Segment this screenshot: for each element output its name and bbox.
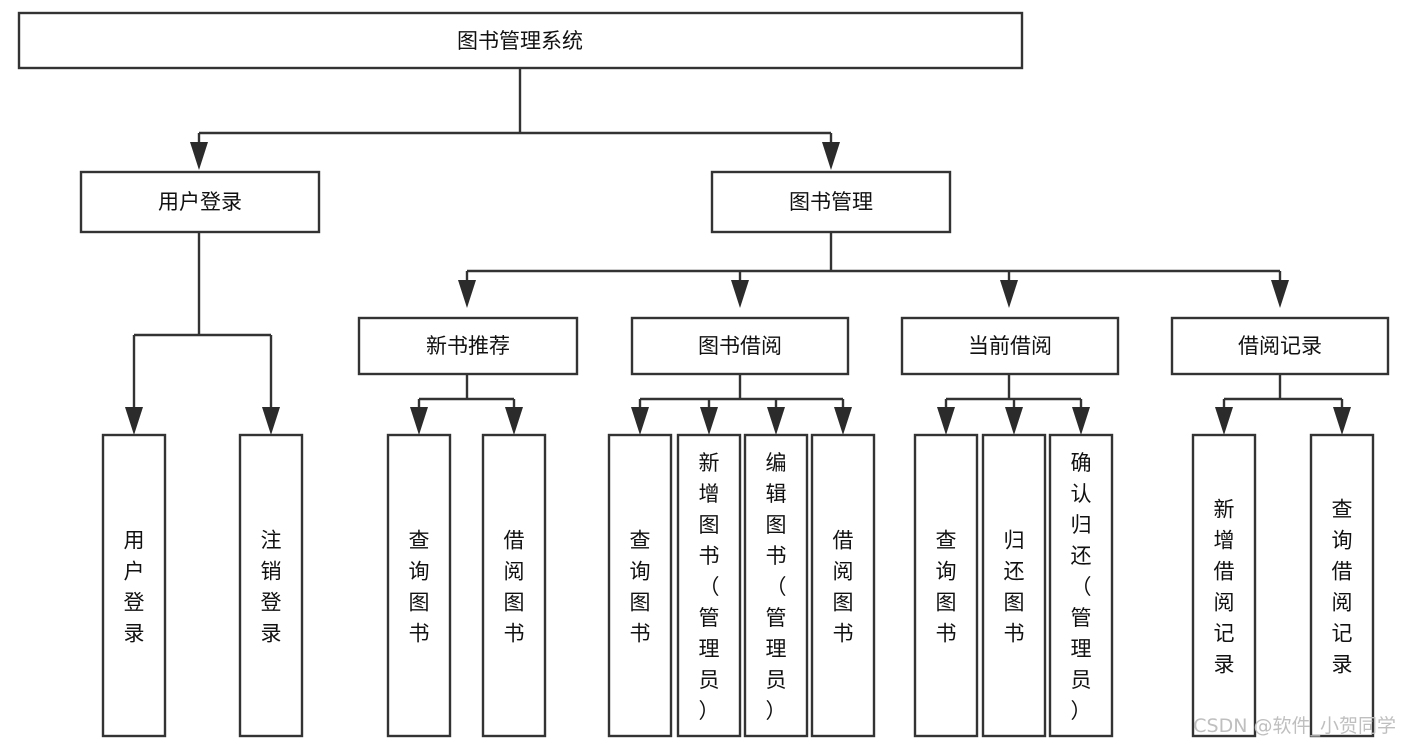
leaf-node-nb-borrow-book[interactable]: 借阅图书 [481,433,547,738]
node-book-manage-label: 图书管理 [789,190,873,214]
csdn-watermark: CSDN @软件_小贺同学 [1193,715,1396,737]
leaf-node-bb-add-book-label: 新增图书（管理员） [699,451,720,723]
leaf-node-bb-query-book[interactable]: 查询图书 [607,433,673,738]
arrow-icon-bb-leaf-4 [834,407,852,435]
leaf-node-logout-box [238,433,304,738]
node-borrow-record-box [1170,316,1390,376]
leaf-node-cb-query-book-label: 查询图书 [936,529,957,646]
arrow-icon-bb-leaf-1 [631,407,649,435]
leaf-node-nb-query-book-box [386,433,452,738]
node-root-system-label: 图书管理系统 [457,29,583,53]
arrow-icon-new-book [458,280,476,308]
node-borrow-record-label: 借阅记录 [1238,334,1322,358]
leaf-node-bb-borrow-book[interactable]: 借阅图书 [810,433,876,738]
leaf-node-cb-confirm-return-label: 确认归还（管理员） [1071,451,1092,723]
arrow-icon-cb-leaf-2 [1005,407,1023,435]
leaf-node-logout[interactable]: 注销登录 [238,433,304,738]
node-root-system[interactable]: 图书管理系统 [17,11,1024,70]
leaf-node-br-query-record-box [1309,433,1375,738]
arrow-icon-user-login [190,142,208,170]
arrow-icon-current-borrow [1000,280,1018,308]
node-current-borrow-box [900,316,1120,376]
node-user-login-box [79,170,321,234]
leaf-node-cb-confirm-return[interactable]: 确认归还（管理员） [1048,433,1114,738]
leaf-node-bb-edit-book-box [743,433,809,738]
arrow-icon-cb-leaf-3 [1072,407,1090,435]
node-new-book-recommend-box [357,316,579,376]
arrow-icon-nb-leaf-2 [505,407,523,435]
leaf-node-nb-borrow-book-box [481,433,547,738]
arrow-icon-book-manage [822,142,840,170]
arrow-icon-leaf-logout [262,407,280,435]
leaf-node-cb-query-book-box [913,433,979,738]
leaf-node-br-add-record-box [1191,433,1257,738]
leaf-node-user-login-box [101,433,167,738]
node-book-manage[interactable]: 图书管理 [710,170,952,234]
leaf-node-cb-confirm-return-box [1048,433,1114,738]
leaf-node-bb-edit-book-label: 编辑图书（管理员） [766,451,787,723]
leaf-node-br-query-record-label: 查询借阅记录 [1332,498,1353,677]
node-new-book-recommend[interactable]: 新书推荐 [357,316,579,376]
leaf-node-br-query-record[interactable]: 查询借阅记录 [1309,433,1375,738]
leaf-node-nb-query-book-label: 查询图书 [409,529,430,646]
arrow-icon-borrow-record [1271,280,1289,308]
leaf-node-bb-add-book[interactable]: 新增图书（管理员） [676,433,742,738]
leaf-node-nb-borrow-book-label: 借阅图书 [504,529,525,646]
node-user-login[interactable]: 用户登录 [79,170,321,234]
node-book-borrow[interactable]: 图书借阅 [630,316,850,376]
leaf-node-user-login-label: 用户登录 [124,529,145,646]
leaf-node-nb-query-book[interactable]: 查询图书 [386,433,452,738]
node-book-borrow-label: 图书借阅 [698,334,782,358]
leaf-node-cb-return-book-label: 归还图书 [1004,529,1025,646]
leaf-node-cb-query-book[interactable]: 查询图书 [913,433,979,738]
arrow-icon-nb-leaf-1 [410,407,428,435]
leaf-node-bb-borrow-book-label: 借阅图书 [833,529,854,646]
node-user-login-label: 用户登录 [158,190,242,214]
arrow-icon-bb-leaf-2 [700,407,718,435]
arrowheads-layer [125,142,1351,435]
leaf-node-cb-return-book[interactable]: 归还图书 [981,433,1047,738]
leaf-node-logout-label: 注销登录 [261,529,282,646]
arrow-icon-br-leaf-1 [1215,407,1233,435]
leaf-node-br-add-record-label: 新增借阅记录 [1214,498,1235,677]
node-current-borrow[interactable]: 当前借阅 [900,316,1120,376]
node-new-book-recommend-label: 新书推荐 [426,334,510,358]
arrow-icon-leaf-user-login [125,407,143,435]
leaf-node-user-login[interactable]: 用户登录 [101,433,167,738]
arrow-icon-cb-leaf-1 [937,407,955,435]
node-book-manage-box [710,170,952,234]
leaf-node-bb-add-book-box [676,433,742,738]
leaf-node-bb-query-book-label: 查询图书 [630,529,651,646]
node-current-borrow-label: 当前借阅 [968,334,1052,358]
node-root-system-box [17,11,1024,70]
arrow-icon-book-borrow [731,280,749,308]
arrow-icon-br-leaf-2 [1333,407,1351,435]
arrow-icon-bb-leaf-3 [767,407,785,435]
leaf-node-cb-return-book-box [981,433,1047,738]
node-borrow-record[interactable]: 借阅记录 [1170,316,1390,376]
leaf-node-bb-borrow-book-box [810,433,876,738]
node-book-borrow-box [630,316,850,376]
leaf-node-br-add-record[interactable]: 新增借阅记录 [1191,433,1257,738]
leaf-node-bb-edit-book[interactable]: 编辑图书（管理员） [743,433,809,738]
leaf-node-bb-query-book-box [607,433,673,738]
